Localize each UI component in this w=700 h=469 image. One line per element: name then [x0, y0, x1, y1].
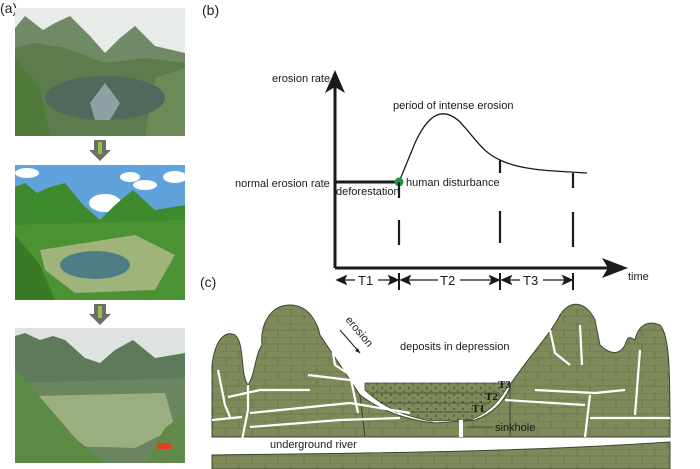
karst-cross-section: erosion deposits in depression T3 T2 T1 … — [211, 303, 671, 469]
rock-cracks — [211, 324, 670, 441]
panel-b-label: (b) — [202, 2, 220, 18]
event-label: human disturbance — [406, 177, 500, 189]
down-arrow-icon — [89, 140, 111, 161]
period-t2-label: T2 — [440, 273, 455, 288]
layer-t2-label: T2 — [485, 391, 498, 403]
erosion-rate-chart: erosion rate time period of intense eros… — [235, 70, 649, 290]
peak-label: period of intense erosion — [393, 100, 513, 112]
trigger-label: deforestation — [336, 186, 400, 198]
erosion-arrow-icon — [339, 329, 361, 354]
layer-t3-label: T3 — [498, 379, 511, 391]
period-t1-label: T1 — [358, 273, 373, 288]
deposits-label: deposits in depression — [400, 341, 509, 353]
y-axis-arrow-icon — [325, 70, 345, 93]
photo-lake-full — [15, 8, 185, 136]
y-axis-label: erosion rate — [272, 73, 330, 85]
erosion-curve — [398, 113, 588, 183]
period-boundaries — [397, 160, 575, 247]
river-bedrock — [211, 441, 671, 469]
underground-river-label: underground river — [270, 439, 357, 451]
x-axis-label: time — [628, 271, 649, 283]
erosion-label: erosion — [343, 314, 375, 349]
left-karst-peaks — [211, 304, 366, 438]
photo-lake-dry — [15, 328, 185, 463]
photo-lake-shrinking — [15, 165, 185, 300]
panel-a-label: (a) — [0, 0, 18, 16]
panel-c-label: (c) — [200, 274, 217, 290]
down-arrow-icon — [89, 304, 111, 325]
baseline-label: normal erosion rate — [235, 178, 330, 190]
sinkhole-label: sinkhole — [495, 422, 535, 434]
x-axis-arrow-icon — [602, 258, 628, 278]
layer-t1-label: T1 — [472, 403, 485, 415]
period-t3-label: T3 — [523, 273, 538, 288]
